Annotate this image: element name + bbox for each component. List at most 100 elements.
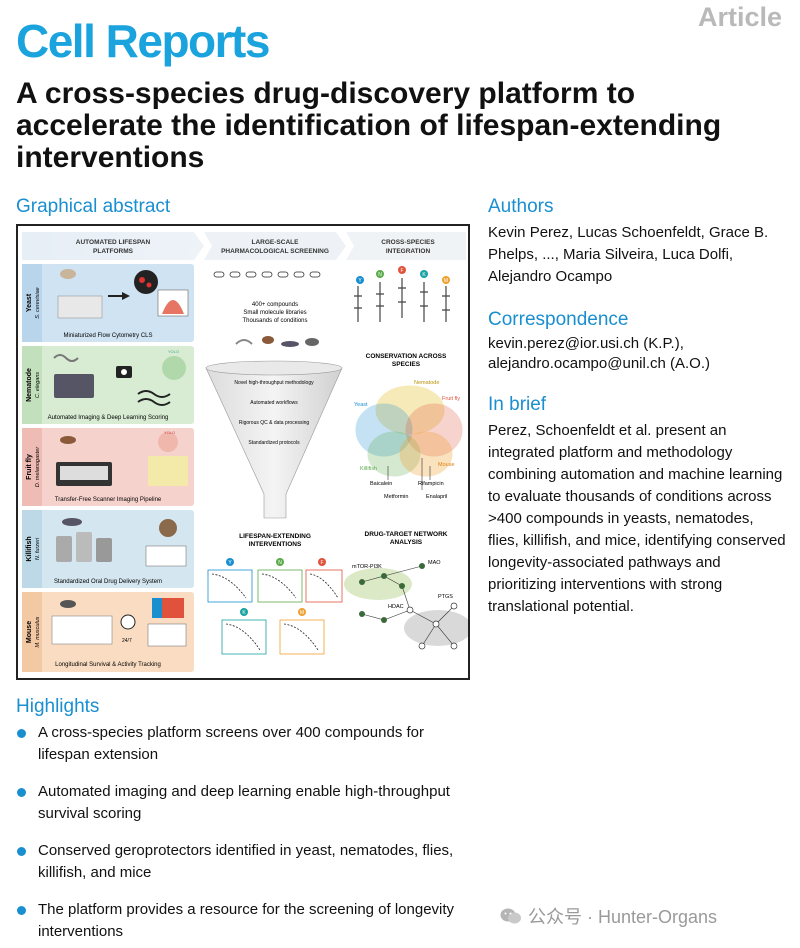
species-panel-fruit-fly: Fruit fly D. melanogaster YOLO Transfer-…: [22, 428, 194, 506]
svg-text:Nematode: Nematode: [414, 380, 439, 386]
species-panels: Yeast S. cerevisiae Miniaturized Flow Cy…: [22, 264, 194, 672]
svg-text:Thousands of conditions: Thousands of conditions: [242, 318, 307, 324]
in-brief-text: Perez, Schoenfeldt et al. present an int…: [488, 422, 786, 615]
survival-plot-k: K: [221, 608, 267, 655]
svg-text:ANALYSIS: ANALYSIS: [390, 539, 423, 546]
highlights-list: A cross-species platform screens over 40…: [16, 722, 476, 948]
svg-text:Yeast: Yeast: [26, 293, 33, 312]
col2-header-l2: PHARMACOLOGICAL SCREENING: [221, 248, 329, 255]
svg-text:SPECIES: SPECIES: [392, 361, 421, 368]
svg-text:Baicalein: Baicalein: [370, 481, 392, 487]
phylo-dendrograms: [354, 278, 450, 322]
species-panel-nematode: Nematode C. elegans YOLO Automated Imagi…: [22, 346, 194, 424]
svg-text:LIFESPAN-EXTENDING: LIFESPAN-EXTENDING: [239, 533, 311, 540]
svg-text:PTGS: PTGS: [438, 594, 453, 600]
svg-text:Enalapril: Enalapril: [426, 494, 447, 500]
correspondence-email-2[interactable]: alejandro.ocampo@unil.ch (A.O.): [488, 355, 710, 372]
svg-text:400+ compounds: 400+ compounds: [252, 302, 298, 308]
col2-header-l1: LARGE-SCALE: [252, 239, 300, 246]
svg-text:N: N: [378, 272, 382, 278]
svg-text:Standardized Oral Drug Deliver: Standardized Oral Drug Delivery System: [54, 579, 162, 585]
svg-text:N. furzeri: N. furzeri: [35, 537, 41, 560]
svg-text:Miniaturized Flow Cytometry CL: Miniaturized Flow Cytometry CLS: [63, 333, 152, 339]
svg-text:Killifish: Killifish: [360, 466, 377, 472]
svg-text:M: M: [444, 278, 448, 284]
svg-text:Yeast: Yeast: [354, 402, 368, 408]
svg-text:C. elegans: C. elegans: [35, 372, 41, 399]
svg-text:Mouse: Mouse: [26, 621, 33, 643]
col1-header-l1: AUTOMATED LIFESPAN: [76, 239, 151, 246]
svg-text:K: K: [422, 272, 426, 278]
svg-text:Mouse: Mouse: [438, 462, 455, 468]
svg-text:CONSERVATION ACROSS: CONSERVATION ACROSS: [366, 353, 447, 360]
svg-text:M: M: [300, 610, 304, 616]
watermark: 公众号 · Hunter-Organs: [500, 903, 717, 929]
highlights-heading: Highlights: [16, 696, 100, 717]
svg-text:Transfer-Free Scanner Imaging: Transfer-Free Scanner Imaging Pipeline: [55, 497, 162, 503]
svg-text:YOLO: YOLO: [168, 349, 179, 354]
svg-text:MAO: MAO: [428, 560, 441, 566]
svg-text:Y: Y: [228, 560, 232, 566]
article-type-label: Article: [697, 2, 782, 32]
svg-text:Rifampicin: Rifampicin: [418, 481, 444, 487]
svg-text:Fruit fly: Fruit fly: [26, 454, 33, 480]
species-panel-mouse: Mouse M. musculus 24/7 Longitudinal Surv…: [22, 592, 194, 672]
article-title: A cross-species drug-discovery platform …: [16, 77, 722, 174]
svg-text:S. cerevisiae: S. cerevisiae: [35, 287, 41, 319]
svg-text:F: F: [320, 560, 323, 566]
svg-text:M. musculus: M. musculus: [35, 616, 41, 647]
highlight-item: The platform provides a resource for the…: [16, 899, 476, 948]
svg-text:F: F: [400, 268, 403, 274]
svg-text:Standardized protocols: Standardized protocols: [248, 440, 300, 446]
svg-text:Small molecule libraries: Small molecule libraries: [243, 310, 306, 316]
svg-text:Rigorous QC & data processing: Rigorous QC & data processing: [239, 420, 310, 426]
svg-text:Killifish: Killifish: [26, 536, 33, 561]
survival-plot-m: M: [279, 608, 325, 655]
graphical-abstract-figure: AUTOMATED LIFESPAN PLATFORMS LARGE-SCALE…: [22, 232, 468, 672]
col3-header-l2: INTEGRATION: [386, 248, 431, 255]
survival-plot-f: F: [305, 558, 343, 603]
highlight-item: A cross-species platform screens over 40…: [16, 722, 476, 781]
svg-text:Y: Y: [358, 278, 362, 284]
svg-text:Novel high-throughput methodol: Novel high-throughput methodology: [234, 380, 314, 386]
correspondence-email-1[interactable]: kevin.perez@ior.usi.ch (K.P.),: [488, 335, 684, 352]
watermark-text: 公众号 · Hunter-Organs: [528, 907, 718, 927]
svg-text:Longitudinal Survival & Activi: Longitudinal Survival & Activity Trackin…: [55, 662, 161, 668]
journal-title: Cell Reports: [16, 15, 270, 67]
correspondence-emails: kevin.perez@ior.usi.ch (K.P.), alejandro…: [488, 334, 788, 374]
svg-text:DRUG-TARGET NETWORK: DRUG-TARGET NETWORK: [365, 531, 448, 538]
survival-plot-n: N: [257, 558, 303, 603]
svg-text:N: N: [278, 560, 282, 566]
bullet-icon: [17, 906, 26, 915]
graphical-abstract-heading: Graphical abstract: [16, 196, 171, 217]
svg-text:Metformin: Metformin: [384, 494, 408, 500]
species-panel-yeast: Yeast S. cerevisiae Miniaturized Flow Cy…: [22, 264, 194, 342]
species-panel-killifish: Killifish N. furzeri Standardized Oral D…: [22, 510, 194, 588]
authors-heading: Authors: [488, 196, 554, 217]
network-diagram: mTOR-PI3K MAO HDAC PTGS: [344, 560, 468, 650]
svg-text:mTOR-PI3K: mTOR-PI3K: [352, 564, 382, 570]
svg-text:INTERVENTIONS: INTERVENTIONS: [249, 541, 302, 548]
venn-diagram: Nematode Yeast Fruit fly Killifish Mouse…: [354, 380, 463, 500]
svg-text:Automated Imaging & Deep Learn: Automated Imaging & Deep Learning Scorin…: [48, 415, 169, 421]
col3-header-l1: CROSS-SPECIES: [381, 239, 435, 246]
svg-text:Automated workflows: Automated workflows: [250, 400, 298, 406]
bullet-icon: [17, 788, 26, 797]
survival-plot-y: Y: [207, 558, 253, 603]
lifespan-interventions: LIFESPAN-EXTENDING INTERVENTIONS Y N F: [207, 533, 343, 655]
integration-section: Y N F K M CONSERVATION ACROSS SPECIES Ne…: [344, 266, 468, 650]
svg-text:Nematode: Nematode: [26, 368, 33, 402]
authors-list: Kevin Perez, Lucas Schoenfeldt, Grace B.…: [488, 224, 769, 285]
svg-text:Fruit fly: Fruit fly: [442, 396, 460, 402]
graphical-abstract: AUTOMATED LIFESPAN PLATFORMS LARGE-SCALE…: [16, 224, 470, 680]
svg-text:YOLO: YOLO: [164, 430, 175, 435]
in-brief-heading: In brief: [488, 394, 547, 415]
svg-text:HDAC: HDAC: [388, 604, 404, 610]
col1-header-arrow: [22, 232, 204, 260]
svg-text:K: K: [242, 610, 246, 616]
col3-header-arrow: [346, 232, 466, 260]
screening-section: 400+ compounds Small molecule libraries …: [205, 271, 343, 519]
bullet-icon: [17, 729, 26, 738]
highlight-item: Conserved geroprotectors identified in y…: [16, 840, 476, 899]
wechat-icon: [500, 908, 521, 924]
